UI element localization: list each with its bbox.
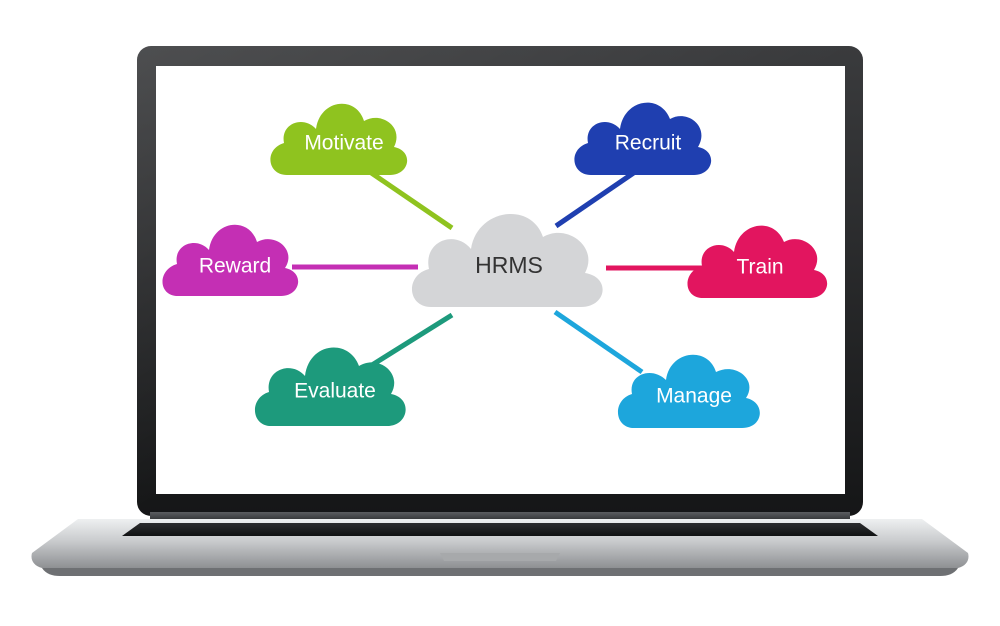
laptop-keyboard: [122, 523, 878, 536]
laptop-base-edge: [42, 568, 958, 576]
laptop-notch: [440, 553, 560, 561]
node-label-train: Train: [736, 256, 783, 279]
cloud-reward: Reward: [162, 224, 299, 296]
cloud-motivate: Motivate: [270, 103, 408, 175]
node-label-reward: Reward: [199, 255, 271, 278]
node-label-manage: Manage: [656, 385, 732, 408]
node-label-recruit: Recruit: [615, 132, 682, 155]
cloud-evaluate: Evaluate: [254, 347, 406, 426]
connector-manage: [553, 309, 644, 375]
node-label-evaluate: Evaluate: [294, 380, 376, 403]
cloud-hub: HRMS: [411, 214, 603, 307]
hub-label: HRMS: [475, 252, 543, 278]
connector-motivate: [368, 169, 454, 231]
laptop-hinge: [150, 512, 850, 522]
cloud-recruit: Recruit: [574, 102, 712, 175]
node-label-motivate: Motivate: [304, 132, 383, 155]
cloud-train: Train: [687, 225, 828, 298]
connector-evaluate: [370, 312, 454, 368]
connector-lines: [292, 169, 705, 375]
cloud-manage: Manage: [617, 354, 760, 428]
connector-recruit: [554, 169, 637, 229]
